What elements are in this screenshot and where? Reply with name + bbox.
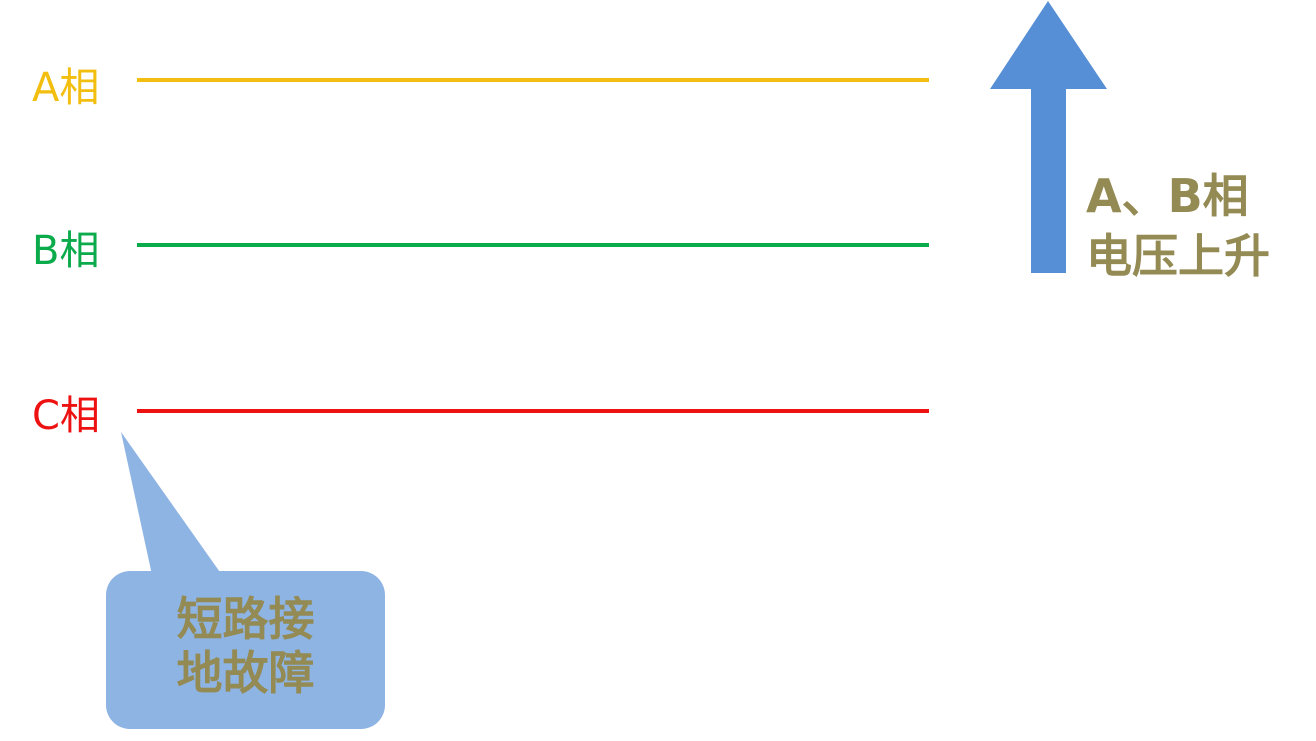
voltage-rise-line1: A、B相 [1086, 169, 1249, 223]
fault-callout-line1: 短路接 [176, 592, 315, 646]
fault-callout-text: 短路接 地故障 [106, 592, 385, 700]
phase-b-label: B相 [32, 228, 100, 274]
voltage-rise-text: A、B相 电压上升 [1086, 166, 1270, 286]
callout-box [106, 571, 385, 729]
phase-a-label: A相 [32, 65, 100, 111]
up-arrow-icon [990, 1, 1107, 273]
phase-c-line [137, 409, 929, 413]
callout-bubble [106, 432, 385, 729]
fault-callout-line2: 地故障 [176, 646, 315, 700]
callout-pointer [121, 432, 222, 575]
voltage-rise-line2: 电压上升 [1086, 229, 1270, 283]
phase-a-line [137, 78, 929, 82]
phase-b-line [137, 243, 929, 247]
phase-c-label: C相 [32, 393, 100, 439]
